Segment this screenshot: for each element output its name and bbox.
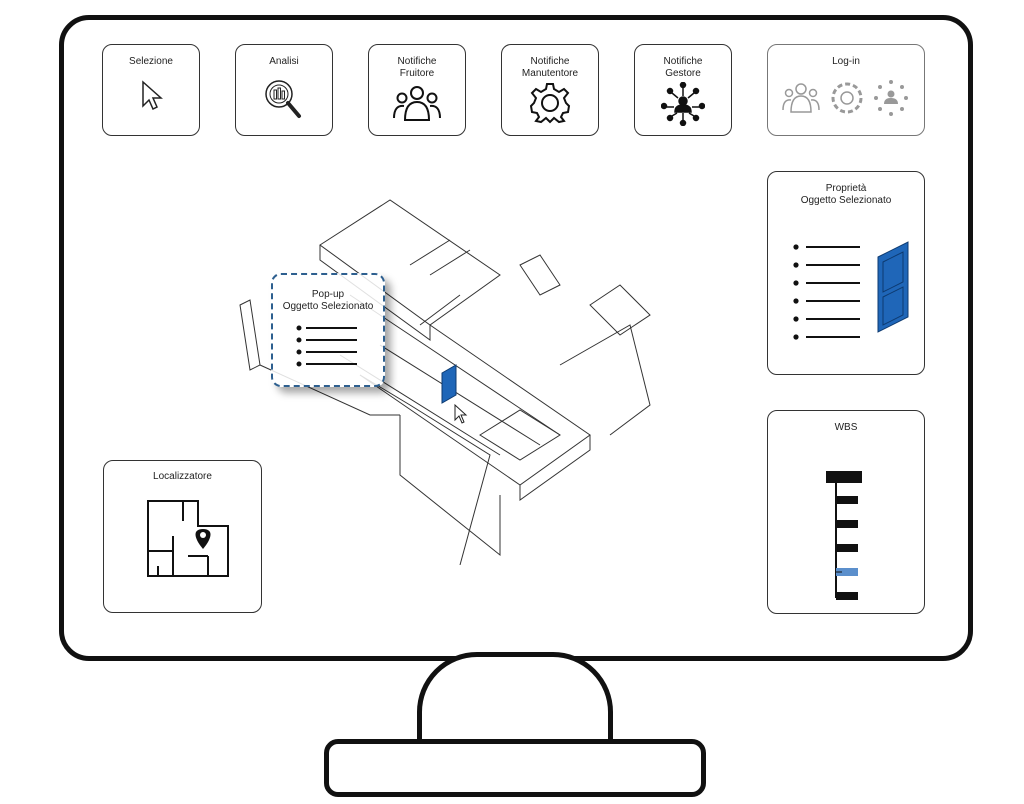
locator-title: Localizzatore: [153, 471, 212, 482]
cursor-icon: [454, 403, 468, 424]
analysis-magnifier-icon: [265, 80, 301, 118]
locator-panel: Localizzatore: [103, 460, 262, 613]
manager-notifications-label: Notifiche Gestore: [663, 56, 703, 79]
analysis-label: Analisi: [269, 56, 299, 67]
properties-title: Proprietà Oggetto Selezionato: [800, 183, 892, 206]
building-3d-model[interactable]: [230, 185, 670, 565]
monitor-stand-base: [324, 739, 706, 797]
login-button[interactable]: Log-in: [767, 44, 925, 136]
users-group-icon: [393, 86, 441, 121]
user-notifications-button[interactable]: Notifiche Fruitore: [368, 44, 466, 136]
wbs-panel: WBS: [767, 410, 925, 614]
user-notifications-label: Notifiche Fruitore: [397, 56, 437, 79]
login-label: Log-in: [832, 56, 860, 67]
selection-button[interactable]: Selezione: [102, 44, 200, 136]
login-icons: [782, 80, 908, 116]
analysis-button[interactable]: Analisi: [235, 44, 333, 136]
properties-list-and-door-icon: [793, 241, 909, 340]
manager-notifications-button[interactable]: Notifiche Gestore: [634, 44, 732, 136]
selection-label: Selezione: [129, 56, 173, 67]
wbs-title: WBS: [834, 422, 858, 433]
popup-title: Pop-up Oggetto Selezionato: [282, 289, 374, 312]
network-user-icon: [661, 82, 705, 126]
maintainer-notifications-label: Notifiche Manutentore: [521, 56, 579, 79]
properties-panel: Proprietà Oggetto Selezionato: [767, 171, 925, 375]
list-icon: [296, 325, 357, 367]
selected-door[interactable]: [441, 364, 457, 404]
cursor-icon: [142, 80, 163, 111]
gear-icon: [529, 83, 571, 124]
floorplan-map-icon: [146, 500, 229, 577]
object-popup: Pop-up Oggetto Selezionato: [271, 273, 385, 387]
maintainer-notifications-button[interactable]: Notifiche Manutentore: [501, 44, 599, 136]
wbs-tree-icon: [826, 471, 862, 600]
